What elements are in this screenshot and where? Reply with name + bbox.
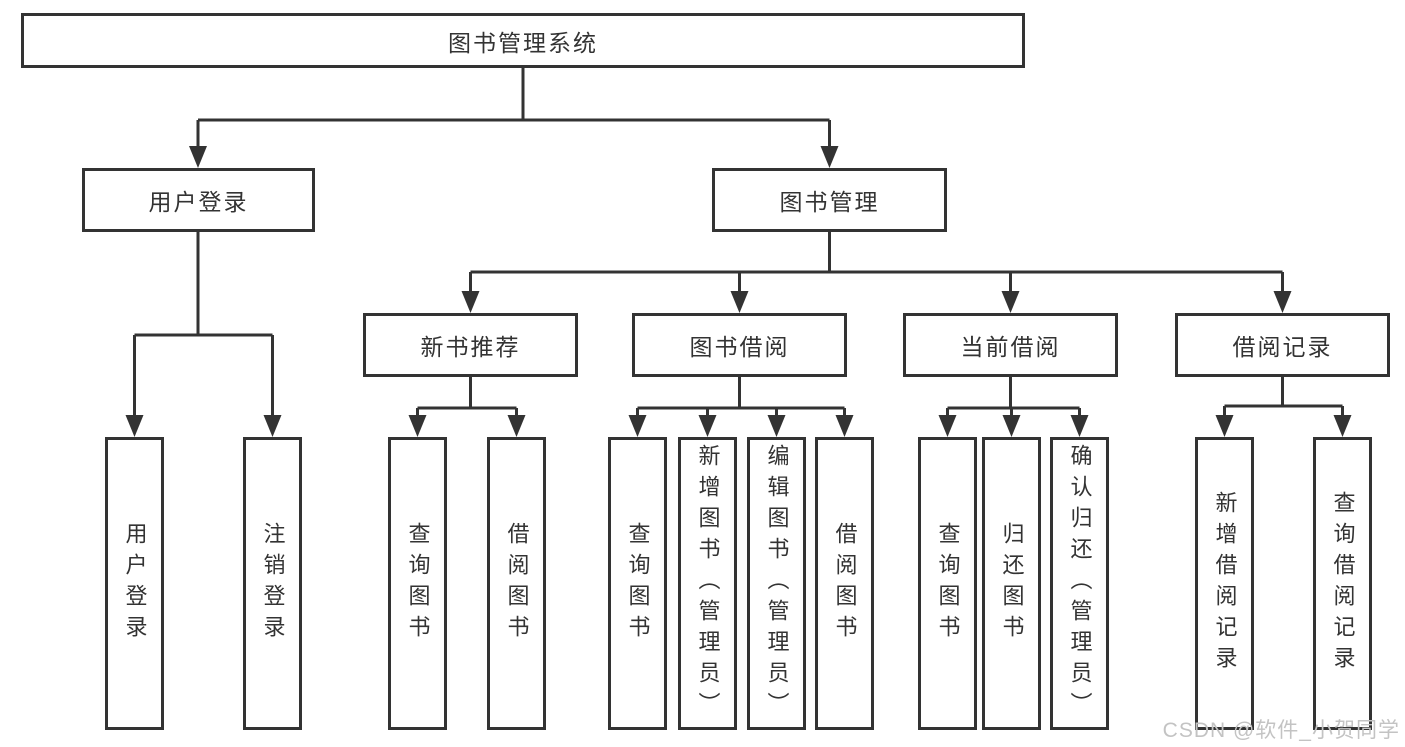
leaf-borrow-books-rec: 借阅图书: [487, 437, 546, 730]
node-current-borrow: 当前借阅: [903, 313, 1118, 377]
connector-book-borrow-children: [628, 377, 854, 437]
arrowhead-icon: [1002, 415, 1021, 437]
arrowhead-icon: [189, 146, 207, 168]
connector-new-book-rec-children: [408, 377, 526, 437]
node-label: 编辑图书（管理员）: [764, 444, 790, 723]
node-label: 用户登录: [122, 521, 148, 646]
node-label: 查询图书: [405, 521, 431, 646]
node-label: 当前借阅: [960, 334, 1061, 360]
connector-book-mgmt-children: [461, 232, 1292, 313]
arrowhead-icon: [1070, 415, 1089, 437]
arrowhead-icon: [820, 146, 839, 168]
leaf-edit-book-admin: 编辑图书（管理员）: [747, 437, 806, 730]
leaf-logout: 注销登录: [243, 437, 302, 730]
connector-line: [1223, 377, 1344, 420]
connector-line: [133, 232, 274, 420]
node-label: 注销登录: [260, 521, 286, 646]
leaf-add-book-admin: 新增图书（管理员）: [678, 437, 737, 730]
arrowhead-icon: [1001, 291, 1020, 313]
node-label: 新增借阅记录: [1212, 490, 1238, 677]
connector-line: [636, 377, 846, 420]
arrowhead-icon: [507, 415, 526, 437]
leaf-query-books-borrow: 查询图书: [608, 437, 667, 730]
node-label: 查询借阅记录: [1330, 490, 1356, 677]
node-label: 查询图书: [935, 521, 961, 646]
node-label: 借阅记录: [1232, 334, 1333, 360]
leaf-return-book: 归还图书: [982, 437, 1041, 730]
arrowhead-icon: [1215, 415, 1234, 437]
leaf-confirm-return-admin: 确认归还（管理员）: [1050, 437, 1109, 730]
arrowhead-icon: [835, 415, 854, 437]
node-label: 图书管理系统: [448, 29, 598, 56]
leaf-add-borrow-record: 新增借阅记录: [1195, 437, 1254, 730]
leaf-query-borrow-record: 查询借阅记录: [1313, 437, 1372, 730]
connector-line: [196, 68, 831, 150]
arrowhead-icon: [1273, 291, 1292, 313]
arrowhead-icon: [461, 291, 480, 313]
connector-current-borrow-children: [938, 377, 1089, 437]
node-label: 新增图书（管理员）: [695, 444, 721, 723]
connector-line: [946, 377, 1081, 420]
node-label: 用户登录: [148, 189, 249, 215]
arrowhead-icon: [628, 415, 647, 437]
arrowhead-icon: [767, 415, 786, 437]
node-label: 新书推荐: [420, 334, 521, 360]
leaf-query-books-rec: 查询图书: [388, 437, 447, 730]
node-label: 借阅图书: [504, 521, 530, 646]
node-label: 查询图书: [625, 521, 651, 646]
arrowhead-icon: [263, 415, 282, 437]
node-book-mgmt: 图书管理: [712, 168, 947, 232]
leaf-user-login: 用户登录: [105, 437, 164, 730]
node-label: 借阅图书: [832, 521, 858, 646]
node-borrow-records: 借阅记录: [1175, 313, 1390, 377]
leaf-query-books-current: 查询图书: [918, 437, 977, 730]
node-label: 归还图书: [999, 521, 1025, 646]
node-root: 图书管理系统: [21, 13, 1025, 68]
arrowhead-icon: [408, 415, 427, 437]
connector-user-login-children: [125, 232, 282, 437]
node-label: 确认归还（管理员）: [1067, 444, 1093, 723]
node-label: 图书管理: [779, 189, 880, 215]
connector-borrow-records-children: [1215, 377, 1352, 437]
arrowhead-icon: [730, 291, 749, 313]
watermark: CSDN @软件_小贺同学: [1162, 719, 1400, 742]
arrowhead-icon: [125, 415, 144, 437]
node-user-login: 用户登录: [82, 168, 315, 232]
arrowhead-icon: [698, 415, 717, 437]
connector-line: [469, 232, 1284, 296]
arrowhead-icon: [938, 415, 957, 437]
connector-root-to-level2: [189, 68, 839, 168]
node-label: 图书借阅: [689, 334, 790, 360]
connector-line: [416, 377, 518, 420]
node-book-borrow: 图书借阅: [632, 313, 847, 377]
leaf-borrow-books: 借阅图书: [815, 437, 874, 730]
arrowhead-icon: [1333, 415, 1352, 437]
node-new-book-rec: 新书推荐: [363, 313, 578, 377]
